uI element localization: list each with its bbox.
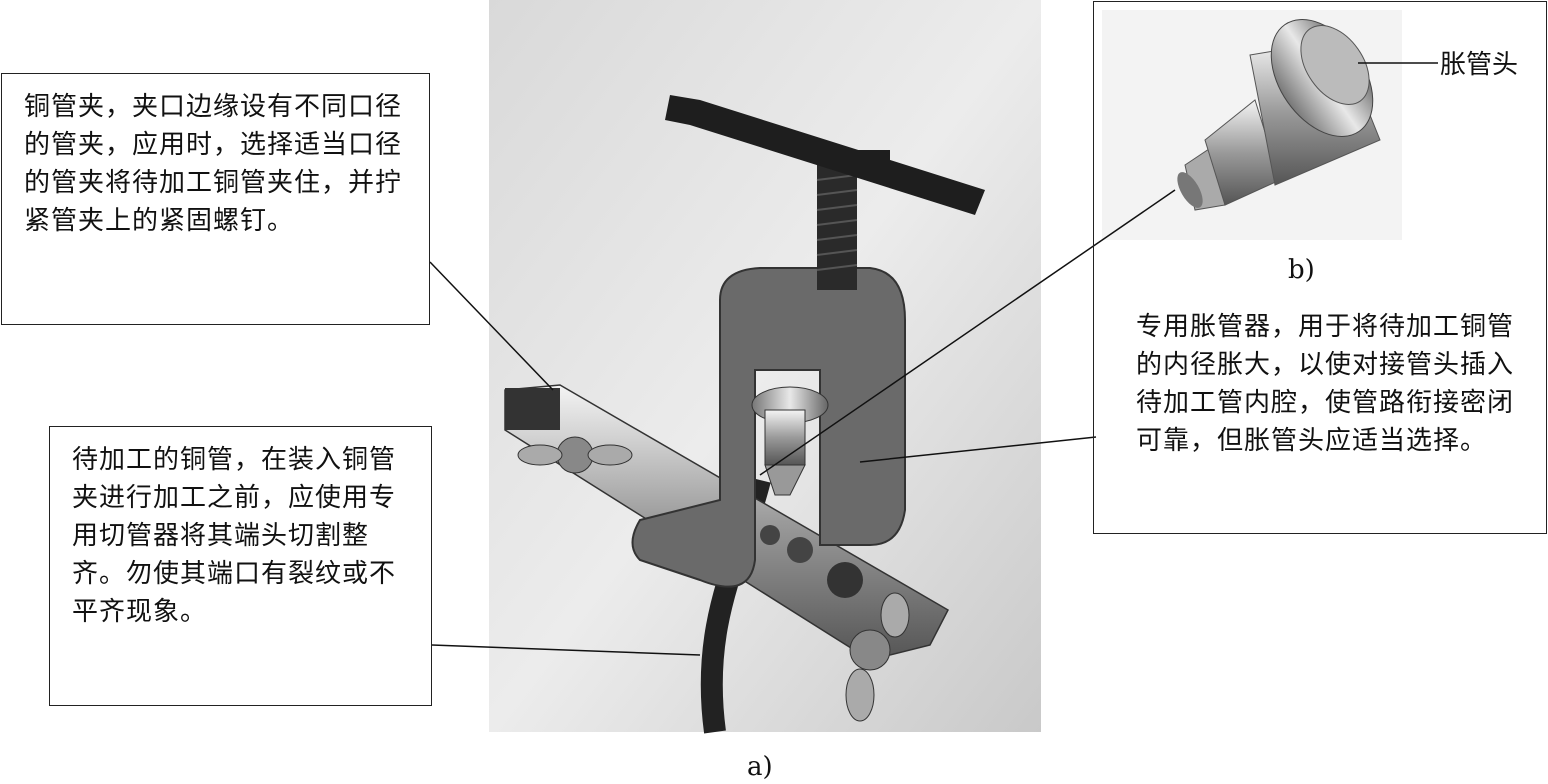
leader-flare (859, 436, 1097, 463)
label-flaring-head: 胀管头 (1440, 50, 1519, 80)
photo-flaring-head (1102, 10, 1402, 240)
wing-nut-right (845, 592, 910, 722)
leader-flare-head (759, 189, 1176, 476)
photo-flaring-tool (489, 0, 1041, 734)
t-handle (665, 95, 985, 215)
caption-b: b) (1288, 255, 1315, 285)
inset-frame (1093, 1, 1547, 534)
feed-screw (817, 165, 857, 290)
leader-clamp (429, 261, 554, 391)
yoke (631, 267, 906, 588)
callout-flaring-tool: 专用胀管器，用于将待加工铜管的内径胀大，以使对接管头插入待加工管内腔，使管路衔接… (1136, 312, 1515, 456)
callout-pipe-clamp: 铜管夹，夹口边缘设有不同口径的管夹，应用时，选择适当口径的管夹将待加工铜管夹住，… (1, 73, 430, 325)
callout-copper-pipe: 待加工的铜管，在装入铜管夹进行加工之前，应使用专用切管器将其端头切割整齐。勿使其… (49, 426, 432, 706)
caption-a: a) (747, 752, 773, 782)
wing-nut-left (517, 436, 633, 474)
leader-pipe (431, 644, 701, 656)
